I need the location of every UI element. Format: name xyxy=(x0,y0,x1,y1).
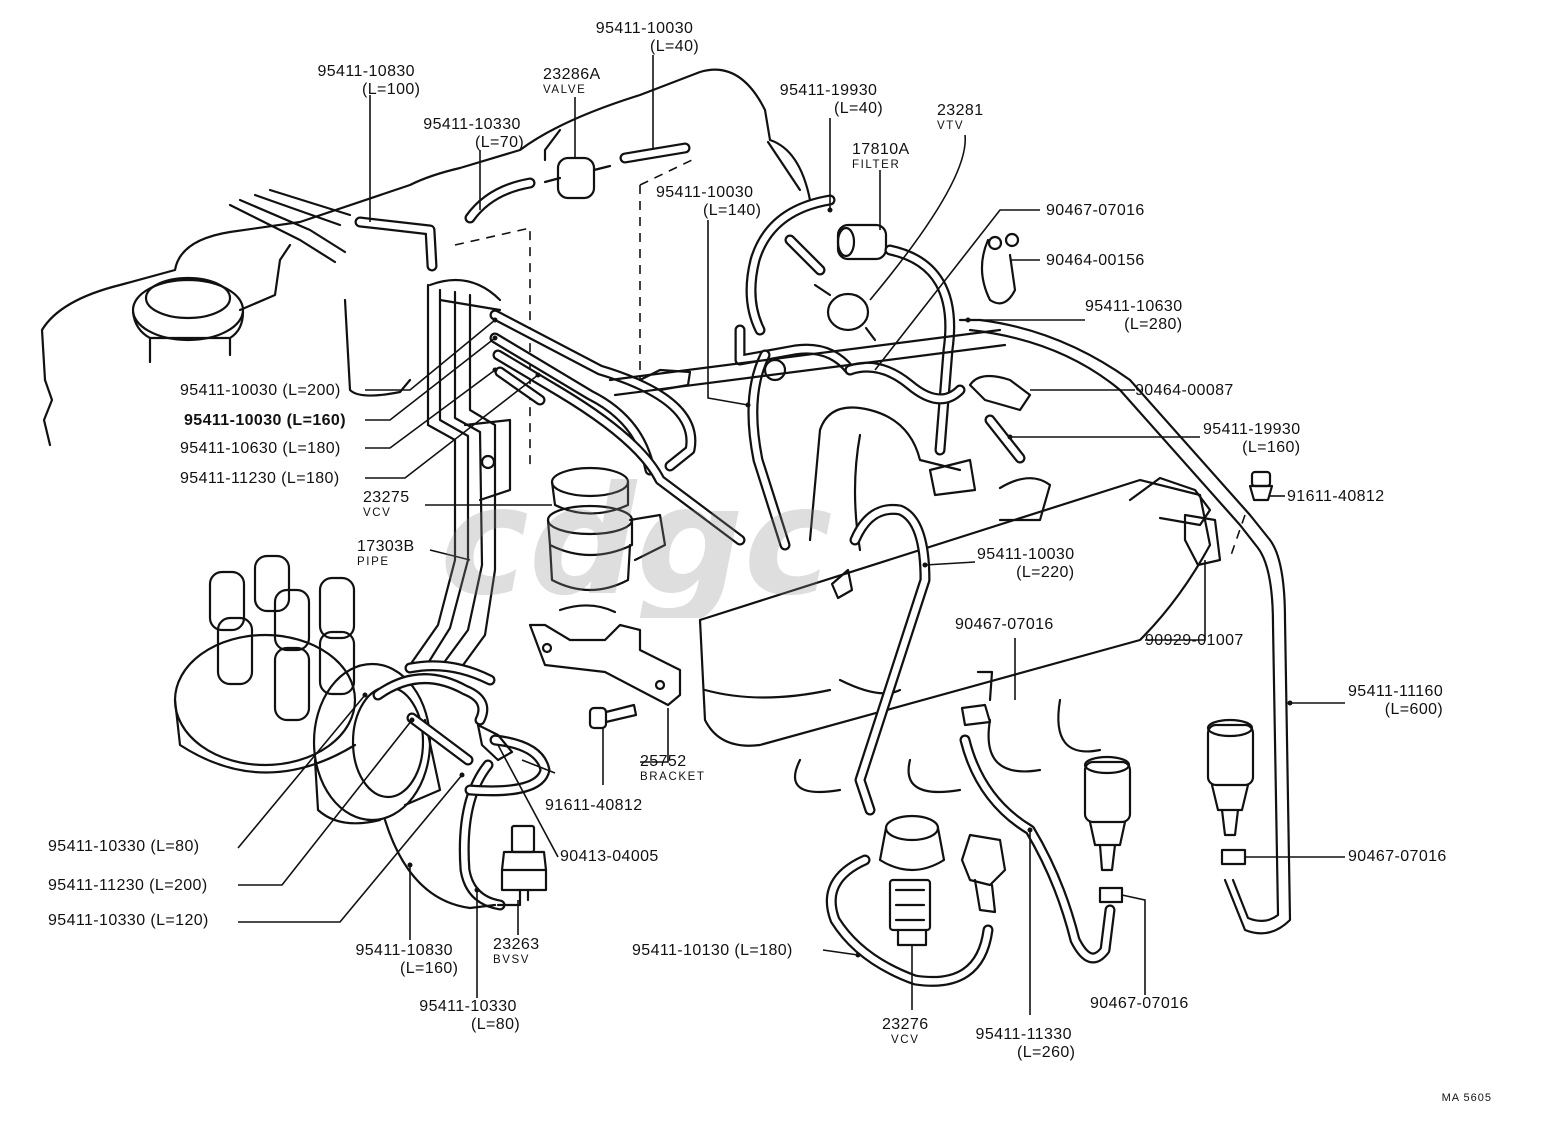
label-95411-19930-l40: 95411-19930 (L=40) xyxy=(779,82,884,117)
label-95411-11330-l260: 95411-11330 (L=260) xyxy=(975,1026,1076,1061)
distributor-cap xyxy=(173,554,357,774)
label-91611-40812-right: 91611-40812 xyxy=(1287,488,1385,505)
label-91611-40812-lower: 91611-40812 xyxy=(545,797,643,814)
hose-right-long xyxy=(958,318,1292,935)
leader-dots xyxy=(362,207,1293,958)
label-23263-bvsv: 23263 BVSV xyxy=(493,936,540,966)
label-95411-10630-l280: 95411-10630 (L=280) xyxy=(1085,298,1183,333)
vacuum-rail xyxy=(608,328,1007,397)
cable-tubes xyxy=(228,188,352,312)
bvsv-23263 xyxy=(496,824,548,907)
label-90413-04005: 90413-04005 xyxy=(560,848,659,865)
sheet-code: MA 5605 xyxy=(1441,1092,1492,1104)
label-23276-vcv: 23276 VCV xyxy=(882,1016,929,1046)
label-95411-11230-l200: 95411-11230 (L=200) xyxy=(48,877,208,894)
sensors-right xyxy=(1083,718,1255,872)
label-95411-10030-l160: 95411-10030 (L=160) xyxy=(184,412,346,429)
label-95411-10330-l80-left: 95411-10330 (L=80) xyxy=(48,838,200,855)
label-90467-07016-mid: 90467-07016 xyxy=(955,616,1054,633)
bundle-hoses xyxy=(489,309,746,546)
label-95411-10130-l180: 95411-10130 (L=180) xyxy=(632,942,793,959)
vcv-23276 xyxy=(825,814,994,987)
label-90464-00156: 90464-00156 xyxy=(1046,252,1145,269)
label-95411-10030-l140: 95411-10030 (L=140) xyxy=(655,184,762,219)
hoses-right-lower xyxy=(959,670,1247,964)
watermark-logo: cdgc xyxy=(440,468,833,618)
label-23281-vtv: 23281 VTV xyxy=(937,102,984,132)
label-95411-11230-l180: 95411-11230 (L=180) xyxy=(180,470,340,487)
label-95411-10330-l70: 95411-10330 (L=70) xyxy=(423,116,525,151)
hoses-lower-left xyxy=(372,660,551,911)
label-95411-10830-l160: 95411-10830 (L=160) xyxy=(355,942,459,977)
hose-center xyxy=(830,503,931,816)
label-95411-10830-l100: 95411-10830 (L=100) xyxy=(317,63,421,98)
intake-manifold xyxy=(698,406,1222,794)
label-25752-bracket: 25752 BRACKET xyxy=(640,753,706,783)
label-95411-19930-l160: 95411-19930 (L=160) xyxy=(1203,421,1301,456)
bracket-25752 xyxy=(528,604,682,707)
label-95411-11160-l600: 95411-11160 (L=600) xyxy=(1348,683,1444,718)
label-95411-10030-l220: 95411-10030 (L=220) xyxy=(977,546,1075,581)
clamps-top-right xyxy=(968,232,1274,502)
label-95411-10330-l80-bottom: 95411-10330 (L=80) xyxy=(419,998,521,1033)
label-95411-10030-l40: 95411-10030 (L=40) xyxy=(595,20,700,55)
label-90464-00087: 90464-00087 xyxy=(1135,382,1234,399)
label-23286a-valve: 23286A VALVE xyxy=(543,66,601,96)
label-23275-vcv: 23275 VCV xyxy=(363,489,410,519)
bolt-lower xyxy=(588,703,638,730)
label-95411-10330-l120: 95411-10330 (L=120) xyxy=(48,912,209,929)
oil-filler-cap xyxy=(131,276,245,364)
label-90929-01007: 90929-01007 xyxy=(1145,632,1244,649)
label-90467-07016-bottom: 90467-07016 xyxy=(1090,995,1189,1012)
small-filter xyxy=(960,833,1007,914)
label-90467-07016-top: 90467-07016 xyxy=(1046,202,1145,219)
watermark-text: cdgc xyxy=(440,468,833,618)
label-17810a-filter: 17810A FILTER xyxy=(852,141,910,171)
engine-outline xyxy=(40,68,812,447)
vcv-23275 xyxy=(546,466,667,592)
vacuum-advance-unit xyxy=(312,662,442,825)
label-95411-10030-l200: 95411-10030 (L=200) xyxy=(180,382,341,399)
vtv-filter-assembly xyxy=(734,194,1026,551)
reference-dashes xyxy=(454,159,1246,559)
hoses-upper xyxy=(354,142,691,272)
vacuum-pipe-bundle xyxy=(408,278,512,674)
label-90467-07016-right: 90467-07016 xyxy=(1348,848,1447,865)
label-95411-10630-l180: 95411-10630 (L=180) xyxy=(180,440,341,457)
leader-lines xyxy=(237,55,1345,1015)
label-17303b-pipe: 17303B PIPE xyxy=(357,538,415,568)
